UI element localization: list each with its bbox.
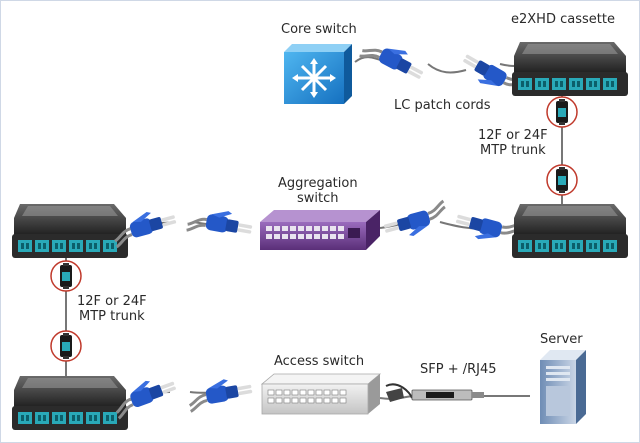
aggregation-line1: Aggregation xyxy=(278,176,358,191)
aggregation-switch-label: Aggregation switch xyxy=(278,176,358,206)
core-switch-label: Core switch xyxy=(281,22,357,37)
cassette-icon xyxy=(12,376,128,430)
trunk-left-label: 12F or 24F MTP trunk xyxy=(77,294,147,324)
access-switch-icon xyxy=(260,373,382,415)
trunk-right-line2: MTP trunk xyxy=(480,143,546,158)
lc-connector-icon xyxy=(358,31,430,88)
mtp-connector-icon xyxy=(546,164,578,196)
access-switch-label: Access switch xyxy=(274,354,365,369)
aggregation-switch-icon xyxy=(260,210,380,250)
cassette-icon xyxy=(512,204,628,258)
server-icon xyxy=(540,350,586,424)
mtp-connector-icon xyxy=(50,260,82,292)
cassette-icon xyxy=(12,204,128,258)
trunk-right-line1: 12F or 24F xyxy=(478,128,548,143)
trunk-left-line1: 12F or 24F xyxy=(77,294,147,309)
sfp-cable-icon xyxy=(385,383,484,402)
cassette-label: e2XHD cassette xyxy=(511,12,615,27)
lc-patch-cords-label: LC patch cords xyxy=(394,98,491,113)
lc-connector-icon xyxy=(380,199,452,245)
trunk-left-line2: MTP trunk xyxy=(79,309,145,324)
aggregation-line2: switch xyxy=(297,191,339,206)
trunk-right-label: 12F or 24F MTP trunk xyxy=(478,128,548,158)
sfp-label: SFP + /RJ45 xyxy=(420,362,497,377)
mtp-connector-icon xyxy=(50,330,82,362)
core-switch-icon xyxy=(284,44,352,104)
cassette-icon xyxy=(512,42,628,96)
mtp-connector-icon xyxy=(546,96,578,128)
server-label: Server xyxy=(540,332,583,347)
